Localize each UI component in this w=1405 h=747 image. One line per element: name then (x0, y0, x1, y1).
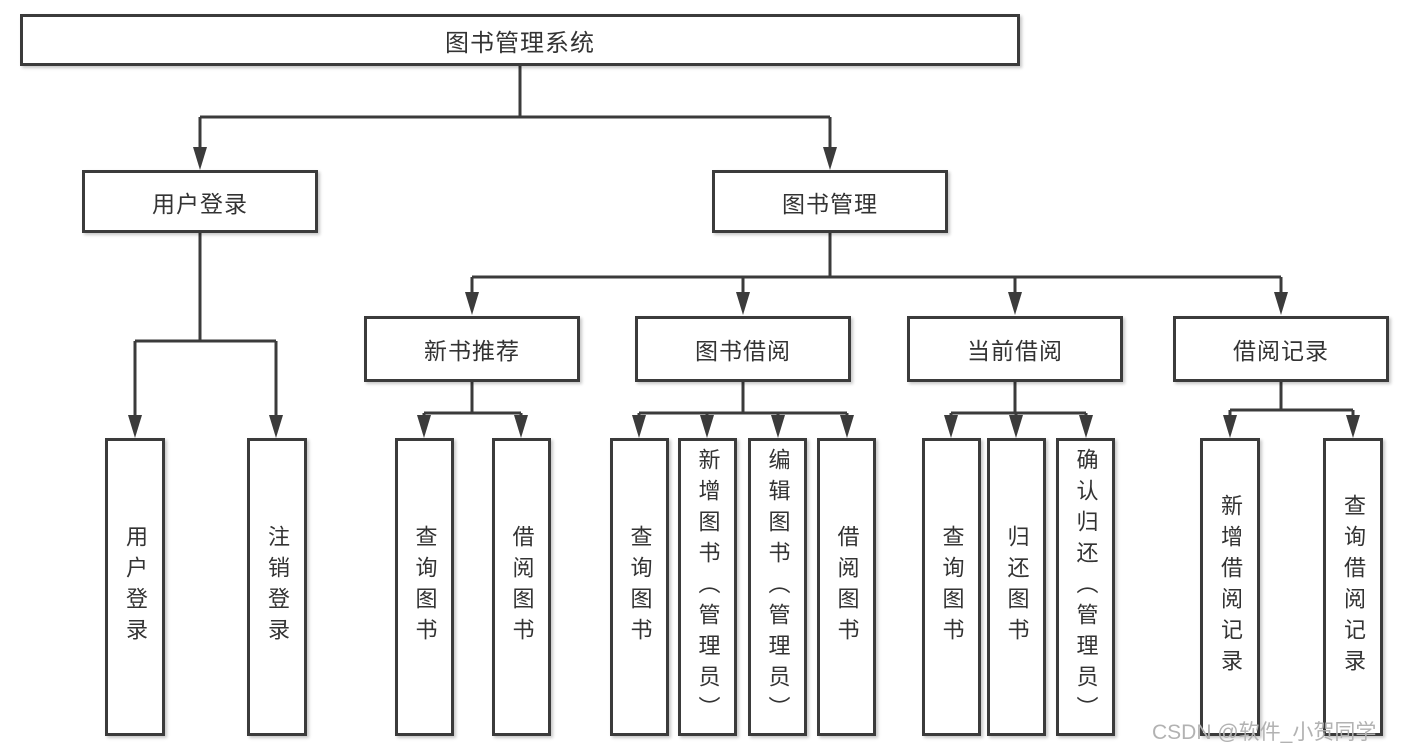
leaf-logout: 注销登录 (247, 438, 307, 736)
leaf-label: 归还图书 (1004, 525, 1030, 649)
leaf-add-book-admin: 新增图书（管理员） (678, 438, 737, 736)
leaf-label: 用户登录 (123, 525, 148, 649)
node-borrow-records: 借阅记录 (1173, 316, 1389, 382)
leaf-label: 新增借阅记录 (1218, 494, 1243, 680)
node-label: 图书管理系统 (445, 29, 595, 57)
node-library-management-system: 图书管理系统 (20, 14, 1020, 66)
leaf-user-login: 用户登录 (105, 438, 165, 736)
node-new-book-recommend: 新书推荐 (364, 316, 580, 382)
node-label: 图书管理 (782, 190, 878, 217)
csdn-watermark: CSDN @软件_小贺同学 (1152, 721, 1377, 744)
leaf-label: 注销登录 (265, 525, 290, 649)
leaf-query-books-current: 查询图书 (922, 438, 981, 736)
leaf-edit-book-admin: 编辑图书（管理员） (748, 438, 807, 736)
leaf-query-books-recommend: 查询图书 (395, 438, 454, 736)
node-book-management: 图书管理 (712, 170, 948, 233)
node-label: 图书借阅 (695, 338, 791, 364)
leaf-label: 确认归还（管理员） (1073, 447, 1099, 727)
node-label: 借阅记录 (1233, 338, 1329, 364)
leaf-label: 借阅图书 (834, 525, 860, 649)
leaf-query-books-borrow: 查询图书 (610, 438, 669, 736)
leaf-label: 编辑图书（管理员） (765, 447, 791, 727)
leaf-label: 借阅图书 (509, 525, 535, 649)
leaf-label: 查询图书 (627, 525, 653, 649)
node-label: 当前借阅 (967, 338, 1063, 364)
node-user-login: 用户登录 (82, 170, 318, 233)
node-book-borrow: 图书借阅 (635, 316, 851, 382)
leaf-label: 新增图书（管理员） (695, 447, 721, 727)
node-current-borrow: 当前借阅 (907, 316, 1123, 382)
leaf-label: 查询图书 (939, 525, 965, 649)
leaf-query-borrow-record: 查询借阅记录 (1323, 438, 1383, 736)
leaf-borrow-books: 借阅图书 (817, 438, 876, 736)
node-label: 新书推荐 (424, 338, 520, 364)
leaf-add-borrow-record: 新增借阅记录 (1200, 438, 1260, 736)
node-label: 用户登录 (152, 190, 248, 217)
leaf-return-book: 归还图书 (987, 438, 1046, 736)
leaf-label: 查询借阅记录 (1341, 494, 1366, 680)
leaf-label: 查询图书 (412, 525, 438, 649)
leaf-confirm-return-admin: 确认归还（管理员） (1056, 438, 1115, 736)
leaf-borrow-books-recommend: 借阅图书 (492, 438, 551, 736)
